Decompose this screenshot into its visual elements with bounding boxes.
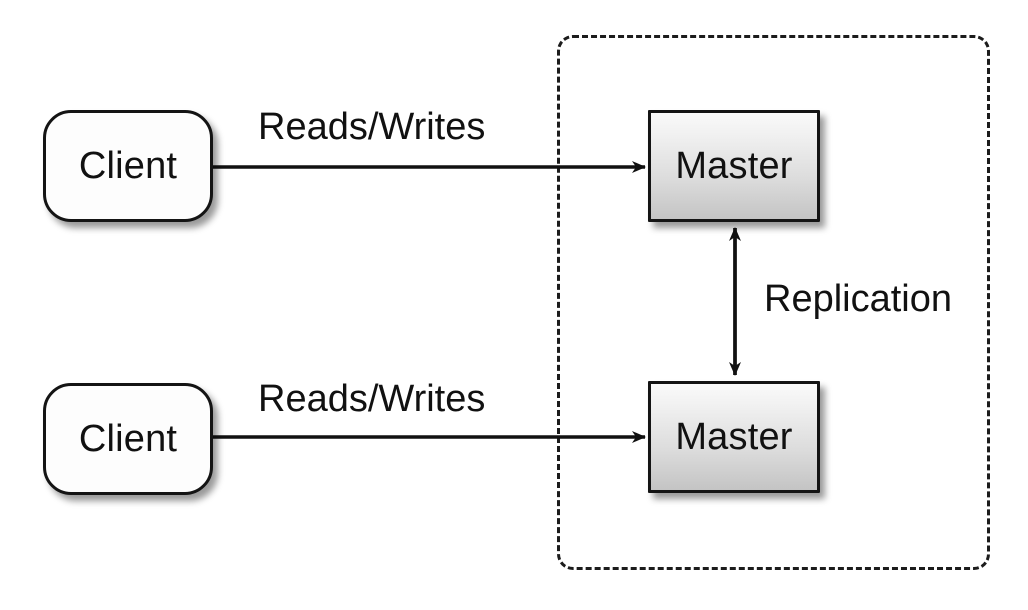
edge-label-reads-writes-top: Reads/Writes xyxy=(258,106,486,148)
node-client-bottom-label: Client xyxy=(78,418,178,460)
node-client-top-label: Client xyxy=(78,145,178,187)
edge-label-reads-writes-bottom: Reads/Writes xyxy=(258,378,486,420)
replication-cluster-boundary xyxy=(557,35,990,570)
node-client-bottom[interactable]: Client xyxy=(43,383,213,495)
node-master-top[interactable]: Master xyxy=(648,110,820,222)
node-master-top-label: Master xyxy=(675,145,793,187)
node-master-bottom-label: Master xyxy=(675,416,793,458)
node-client-top[interactable]: Client xyxy=(43,110,213,222)
edge-label-replication: Replication xyxy=(764,278,952,320)
node-master-bottom[interactable]: Master xyxy=(648,381,820,493)
